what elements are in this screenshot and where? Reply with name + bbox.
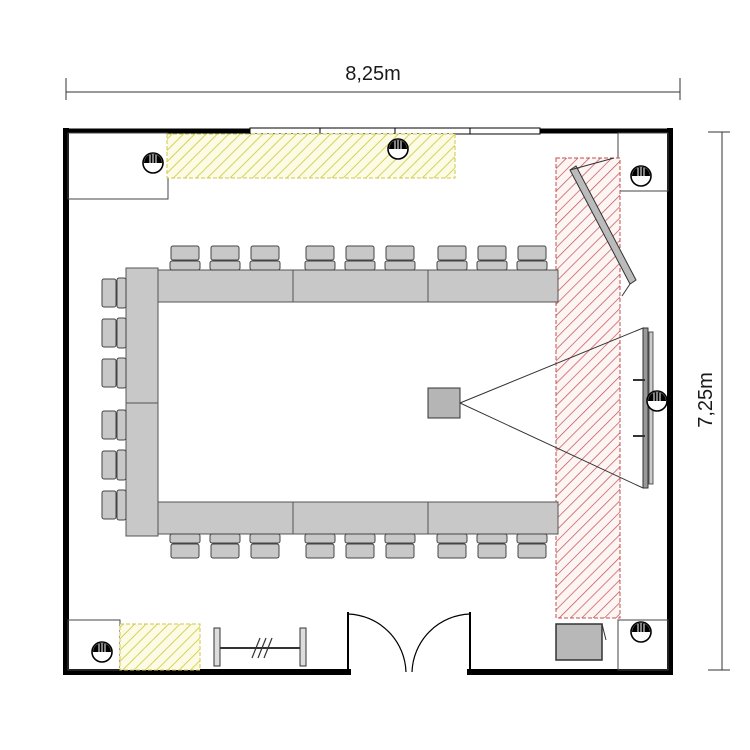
ceiling-light-icon bbox=[630, 165, 652, 187]
ceiling-light-icon bbox=[387, 138, 409, 160]
height-dimension: 7,25m bbox=[695, 131, 730, 671]
projection-screen-angled bbox=[569, 157, 637, 297]
ceiling-light-icon bbox=[646, 390, 668, 412]
height-label: 7,25m bbox=[695, 372, 717, 428]
chairs-left-column bbox=[101, 277, 127, 521]
ceiling-light-icon bbox=[142, 152, 164, 174]
ceiling-light-icon bbox=[91, 641, 113, 663]
coat-rack-icon bbox=[213, 627, 307, 667]
width-dimension: 8,25m bbox=[65, 63, 681, 100]
chairs-bottom-row bbox=[169, 533, 548, 559]
projector-icon bbox=[427, 327, 644, 489]
chairs-top-row bbox=[169, 245, 548, 271]
yellow-zone-bottom bbox=[119, 623, 201, 671]
door-icon bbox=[347, 613, 407, 673]
ceiling-light-icon bbox=[630, 621, 652, 643]
side-cabinet bbox=[555, 623, 607, 661]
width-label: 8,25m bbox=[345, 63, 401, 85]
red-hatched-zone bbox=[555, 157, 621, 619]
walls bbox=[63, 127, 673, 675]
double-door[interactable] bbox=[347, 612, 471, 673]
yellow-zone-top bbox=[166, 133, 456, 179]
u-shaped-table bbox=[125, 267, 559, 537]
